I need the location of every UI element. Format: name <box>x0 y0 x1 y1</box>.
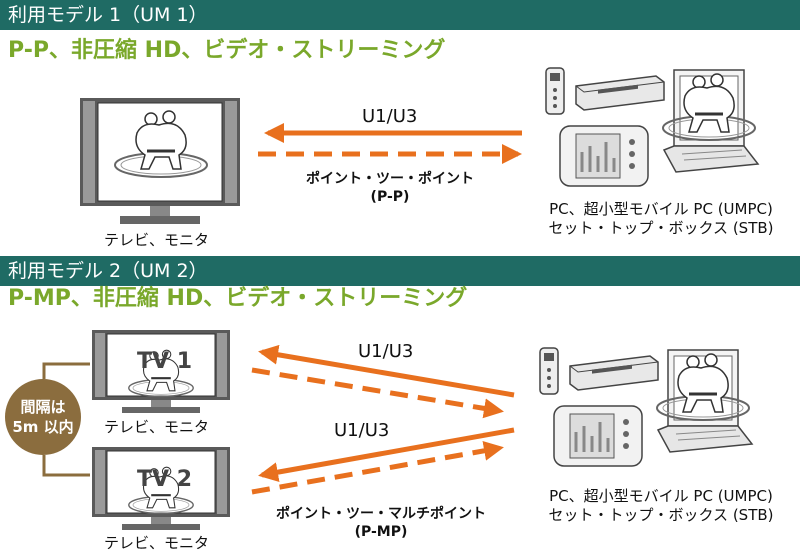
um2-tv1-label: TV 1 <box>137 349 192 374</box>
um2-solid-arrow-1 <box>258 344 515 398</box>
um2-tv2-caption: テレビ、モニタ <box>104 534 210 552</box>
um1-connection-line1: ポイント・ツー・ポイント <box>306 171 474 187</box>
um2-connection-line2: (P-MP) <box>354 524 408 540</box>
um2-connection-line1: ポイント・ツー・マルチポイント <box>276 506 486 522</box>
um2-link2-label: U1/U3 <box>334 420 390 441</box>
distance-badge: 間隔は 5m 以内 <box>5 379 81 455</box>
um2-subtitle: P-MP、非圧縮 HD、ビデオ・ストリーミング <box>8 286 468 311</box>
um2-connection-type: ポイント・ツー・マルチポイント (P-MP) <box>236 505 526 541</box>
um2-dashed-arrow-1 <box>251 367 504 419</box>
um1-link-label: U1/U3 <box>362 106 418 127</box>
distance-bracket <box>42 362 90 477</box>
um2-link1-label: U1/U3 <box>358 341 414 362</box>
um2-device-group-icon <box>538 346 754 468</box>
um1-device-line2: セット・トップ・ボックス (STB) <box>548 219 774 237</box>
um1-connection-type: ポイント・ツー・ポイント (P-P) <box>270 170 510 206</box>
um1-banner: 利用モデル 1（UM 1） <box>0 0 800 30</box>
um2-tv2-label: TV 2 <box>137 467 192 492</box>
um1-device-group-icon <box>544 66 760 188</box>
um2-banner: 利用モデル 2（UM 2） <box>0 256 800 286</box>
um1-device-line1: PC、超小型モバイル PC (UMPC) <box>549 200 773 218</box>
distance-line1: 間隔は <box>20 398 66 416</box>
um1-tv-monitor-icon <box>79 97 241 225</box>
um1-device-caption: PC、超小型モバイル PC (UMPC) セット・トップ・ボックス (STB) <box>530 200 792 238</box>
um2-dashed-arrow-2 <box>251 440 504 495</box>
um2-tv1-caption: テレビ、モニタ <box>104 418 210 436</box>
distance-line2: 5m 以内 <box>12 418 74 436</box>
um2-device-line1: PC、超小型モバイル PC (UMPC) <box>549 487 773 505</box>
um2-device-line2: セット・トップ・ボックス (STB) <box>548 506 774 524</box>
um1-subtitle: P-P、非圧縮 HD、ビデオ・ストリーミング <box>8 38 446 63</box>
um1-tv-caption: テレビ、モニタ <box>104 231 210 249</box>
um2-device-caption: PC、超小型モバイル PC (UMPC) セット・トップ・ボックス (STB) <box>530 487 792 525</box>
um2-solid-arrow-2 <box>258 427 515 483</box>
um1-connection-line2: (P-P) <box>370 189 410 205</box>
